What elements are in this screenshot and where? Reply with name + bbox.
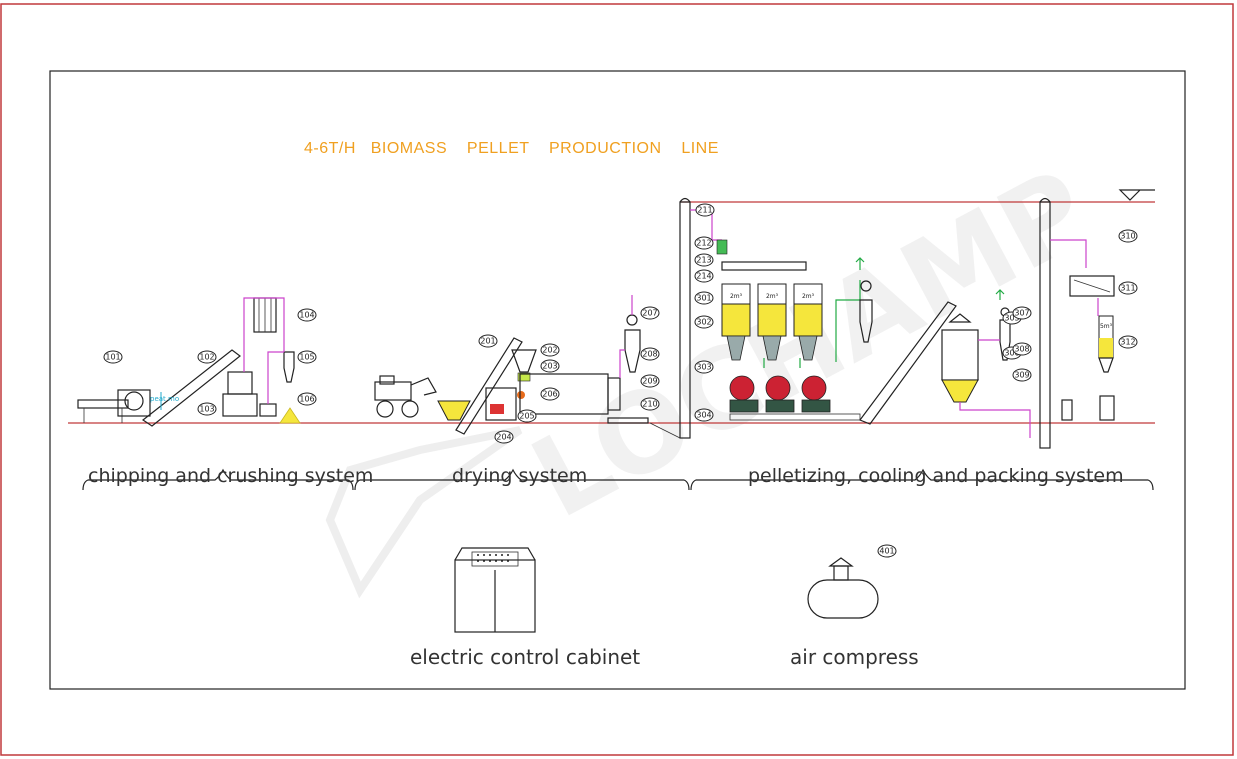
svg-text:102: 102 [199,353,214,362]
air-compressor-icon [807,557,879,619]
callout-211: 211 [695,203,715,217]
callout-213: 213 [694,253,714,267]
svg-text:213: 213 [696,256,711,265]
svg-text:202: 202 [542,346,557,355]
pellet-mill-2: 2m³ [757,283,795,413]
svg-text:101: 101 [105,353,120,362]
svg-text:309: 309 [1014,371,1029,380]
wheel-loader-icon [374,375,437,418]
svg-text:311: 311 [1120,284,1135,293]
svg-text:306: 306 [1004,349,1019,358]
callout-310: 310 [1118,229,1138,243]
svg-text:206: 206 [542,390,557,399]
callout-309: 309 [1012,368,1032,382]
callout-210: 210 [640,397,660,411]
svg-text:303: 303 [696,363,711,372]
callout-207: 207 [640,306,660,320]
callout-205: 205 [517,409,537,423]
watermark-logo-icon [325,426,523,599]
svg-text:214: 214 [696,272,711,281]
svg-text:209: 209 [642,377,657,386]
callout-201: 201 [478,334,498,348]
callout-105: 105 [297,350,317,364]
callout-303: 303 [694,360,714,374]
section-label-pelletizing: pelletizing, cooling and packing system [748,465,1124,487]
callout-311: 311 [1118,281,1138,295]
svg-text:310: 310 [1120,232,1135,241]
callout-214: 214 [694,269,714,283]
pellet-mill-3: 2m³ [793,283,831,413]
callout-106: 106 [297,392,317,406]
electric-cabinet-icon [454,547,536,633]
cabinet-label: electric control cabinet [410,645,640,669]
svg-text:106: 106 [299,395,314,404]
compressor-label: air compress [790,645,919,669]
callout-markers: 101 102 103 104 105 106 201 202 203 204 205 206 207 2… [103,203,1138,558]
callout-101: 101 [103,350,123,364]
callout-206: 206 [540,387,560,401]
section-label-drying: drying system [452,465,587,487]
diagram-title: 4-6T/H BIOMASS PELLET PRODUCTION LINE [304,140,719,157]
svg-text:305: 305 [1004,314,1019,323]
callout-401: 401 [877,544,897,558]
callout-304: 304 [694,408,714,422]
svg-text:207: 207 [642,309,657,318]
svg-text:211: 211 [697,206,712,215]
svg-text:2m³: 2m³ [730,293,743,300]
callout-104: 104 [297,308,317,322]
callout-209: 209 [640,374,660,388]
callout-208: 208 [640,347,660,361]
svg-text:204: 204 [496,433,511,442]
svg-text:205: 205 [519,412,534,421]
svg-text:105: 105 [299,353,314,362]
drying-equipment [374,295,649,435]
callout-307: 307 [1012,306,1032,320]
callout-204: 204 [494,430,514,444]
svg-text:104: 104 [299,311,314,320]
svg-text:401: 401 [879,547,894,556]
svg-text:304: 304 [696,411,711,420]
callout-203: 203 [540,359,560,373]
inner-frame [49,70,1186,690]
svg-text:212: 212 [696,239,711,248]
svg-text:208: 208 [642,350,657,359]
level-marker-icon [1118,189,1155,201]
outer-frame [0,3,1234,756]
svg-text:307: 307 [1014,309,1029,318]
svg-text:2m³: 2m³ [802,293,815,300]
svg-text:2m³: 2m³ [766,293,779,300]
svg-text:103: 103 [199,405,214,414]
pelletizing-equipment: 2m³ 2m³ 2m³ [649,197,1115,449]
pellet-mill-1: 2m³ [721,283,759,413]
peat-annotation: peat mo [150,395,179,403]
svg-text:203: 203 [542,362,557,371]
callout-202: 202 [540,343,560,357]
svg-text:302: 302 [696,318,711,327]
section-brackets [82,468,1154,491]
callout-312: 312 [1118,335,1138,349]
callout-103: 103 [197,402,217,416]
section-label-chipping: chipping and crushing system [88,465,373,487]
svg-text:201: 201 [480,337,495,346]
callout-212: 212 [694,236,714,250]
svg-text:301: 301 [696,294,711,303]
callout-302: 302 [694,315,714,329]
svg-text:210: 210 [642,400,657,409]
callout-102: 102 [197,350,217,364]
svg-text:308: 308 [1014,345,1029,354]
chipping-equipment: peat mo [77,297,301,427]
callout-301: 301 [694,291,714,305]
svg-text:5m³: 5m³ [1100,323,1113,330]
callout-308: 308 [1012,342,1032,356]
svg-text:312: 312 [1120,338,1135,347]
